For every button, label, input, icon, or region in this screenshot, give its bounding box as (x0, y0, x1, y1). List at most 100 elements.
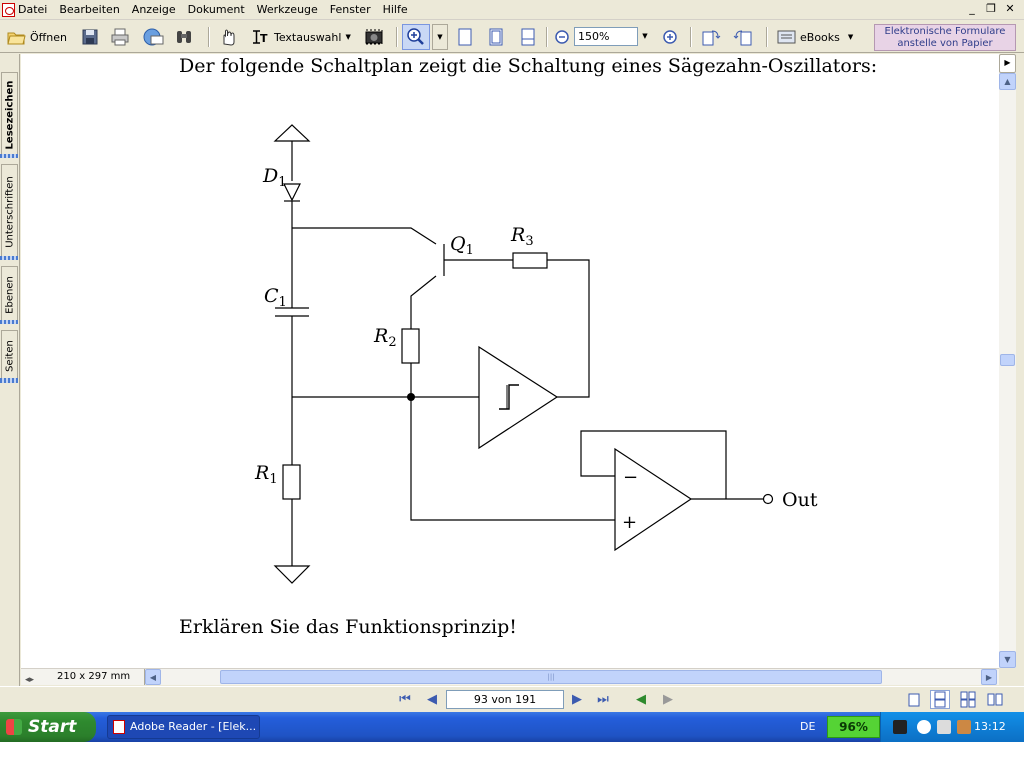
rotate-clockwise-icon (700, 27, 721, 47)
first-page-icon[interactable]: ⏮ (399, 692, 411, 707)
power-plug-icon[interactable] (893, 720, 907, 734)
tab-ebenen[interactable]: Ebenen (1, 266, 18, 324)
tab-divider (0, 154, 18, 158)
close-button[interactable]: ✕ (1005, 2, 1015, 15)
snapshot-button[interactable] (364, 25, 384, 49)
tray-arrow-icon[interactable] (917, 720, 931, 734)
rotate-clockwise-button[interactable] (700, 25, 721, 49)
vertical-scrollbar[interactable]: ▶ ▲ ▼ (999, 54, 1016, 668)
zoom-input[interactable]: 150% (574, 27, 638, 46)
scroll-right-arrow-icon[interactable]: ▶ (981, 669, 997, 685)
facing-view-icon[interactable] (985, 690, 1005, 709)
menu-bar: Datei Bearbeiten Anzeige Dokument Werkze… (0, 0, 1024, 20)
previous-page-icon[interactable]: ◀ (427, 692, 437, 707)
save-button[interactable] (80, 25, 100, 49)
horizontal-scroll-thumb[interactable] (220, 670, 882, 684)
network-icon[interactable] (937, 720, 951, 734)
tab-lesezeichen-label: Lesezeichen (4, 80, 15, 150)
taskbar-adobe-reader-button[interactable]: Adobe Reader - [Elek... (107, 715, 260, 739)
zoom-tool-dropdown[interactable]: ▼ (432, 24, 448, 50)
save-icon (80, 27, 100, 47)
tab-lesezeichen[interactable]: Lesezeichen (1, 72, 18, 158)
zoom-in-icon (660, 27, 680, 47)
adobe-reader-app-icon[interactable] (2, 3, 15, 17)
hand-icon (218, 27, 238, 47)
camera-icon (364, 27, 384, 47)
clock[interactable]: 13:12 (974, 720, 1006, 733)
scroll-up-arrow-icon[interactable]: ▲ (999, 73, 1016, 90)
menu-fenster[interactable]: Fenster (329, 3, 371, 16)
search-button[interactable] (174, 25, 194, 49)
tab-seiten-label: Seiten (4, 340, 15, 372)
chevron-down-icon[interactable]: ▼ (345, 33, 351, 41)
ebooks-icon (776, 27, 796, 47)
text-select-label: Textauswahl (274, 30, 342, 44)
label-c1: C1 (264, 285, 287, 310)
promo-banner[interactable]: Elektronische Formulare anstelle von Pap… (874, 24, 1016, 51)
zoom-in-button[interactable] (660, 25, 680, 49)
junction-dot (407, 393, 415, 401)
menu-werkzeuge[interactable]: Werkzeuge (256, 3, 318, 16)
zoom-dropdown-chevron-icon[interactable]: ▼ (642, 32, 648, 40)
tab-seiten[interactable]: Seiten (1, 330, 18, 382)
menu-hilfe[interactable]: Hilfe (382, 3, 408, 16)
print-button[interactable] (110, 25, 130, 49)
zoom-out-button[interactable] (552, 25, 572, 49)
menu-anzeige[interactable]: Anzeige (131, 3, 176, 16)
menu-dokument[interactable]: Dokument (187, 3, 245, 16)
label-r1: R1 (254, 462, 278, 487)
fit-page-button[interactable] (486, 25, 506, 49)
toolbar (0, 21, 1024, 53)
adobe-pdf-icon (113, 720, 125, 734)
last-page-icon[interactable]: ⏭ (597, 692, 609, 707)
text-select-button[interactable]: T Textauswahl ▼ (250, 25, 351, 49)
safely-remove-hardware-icon[interactable] (957, 720, 971, 734)
sawtooth-oscillator-schematic: D1 C1 R1 R2 R3 Q1 − + Out (254, 124, 818, 584)
tab-divider (0, 378, 18, 383)
tab-unterschriften-label: Unterschriften (4, 176, 15, 248)
email-button[interactable] (142, 25, 164, 49)
scroll-down-arrow-icon[interactable]: ▼ (999, 651, 1016, 668)
battery-indicator[interactable]: 96% (827, 716, 880, 738)
next-page-icon[interactable]: ▶ (572, 692, 582, 707)
page-actual-size-icon (455, 27, 475, 47)
menu-datei[interactable]: Datei (18, 3, 48, 16)
panel-expand-arrow-icon[interactable]: ▶ (999, 54, 1016, 73)
horizontal-scrollbar[interactable]: ◂▸ 210 x 297 mm ◀ ▶ (21, 668, 999, 685)
ebooks-label: eBooks (800, 30, 840, 44)
restore-button[interactable]: ❐ (986, 2, 996, 15)
hand-tool-button[interactable] (218, 25, 238, 49)
open-folder-icon (6, 27, 26, 47)
schmitt-trigger (478, 345, 559, 450)
minimize-button[interactable]: _ (969, 2, 975, 15)
label-opamp-minus: − (623, 467, 638, 488)
back-icon[interactable]: ◀ (636, 692, 646, 707)
rotate-counterclockwise-button[interactable] (733, 25, 753, 49)
label-q1: Q1 (450, 233, 474, 258)
vertical-scroll-thumb[interactable] (1000, 354, 1015, 366)
fit-width-button[interactable] (518, 25, 538, 49)
ebooks-button[interactable]: eBooks ▼ (776, 25, 853, 49)
document-viewport[interactable]: Der folgende Schaltplan zeigt die Schalt… (21, 54, 999, 668)
forward-icon[interactable]: ▶ (663, 692, 673, 707)
language-indicator[interactable]: DE (800, 720, 816, 733)
chevron-down-icon[interactable]: ▼ (847, 33, 854, 41)
continuous-facing-view-icon[interactable] (958, 690, 978, 709)
label-d1: D1 (262, 165, 287, 190)
toolbar-separator (546, 27, 548, 47)
actual-size-button[interactable] (455, 25, 475, 49)
single-page-view-icon[interactable] (904, 690, 924, 709)
zoom-in-tool-button[interactable] (402, 24, 430, 50)
page-number-input[interactable]: 93 von 191 (446, 690, 564, 709)
page-size-label: 210 x 297 mm (57, 671, 131, 682)
promo-line-2: anstelle von Papier (897, 38, 993, 49)
open-button[interactable]: Öffnen (6, 25, 67, 49)
printer-icon (110, 27, 130, 47)
tab-unterschriften[interactable]: Unterschriften (1, 164, 18, 260)
start-button[interactable]: Start (0, 712, 96, 742)
scroll-left-arrow-icon[interactable]: ◀ (145, 669, 161, 685)
menu-bearbeiten[interactable]: Bearbeiten (59, 3, 120, 16)
split-handle-icon[interactable]: ◂▸ (25, 675, 35, 685)
continuous-view-icon[interactable] (930, 690, 950, 709)
taskbar-task-label: Adobe Reader - [Elek... (130, 720, 257, 733)
